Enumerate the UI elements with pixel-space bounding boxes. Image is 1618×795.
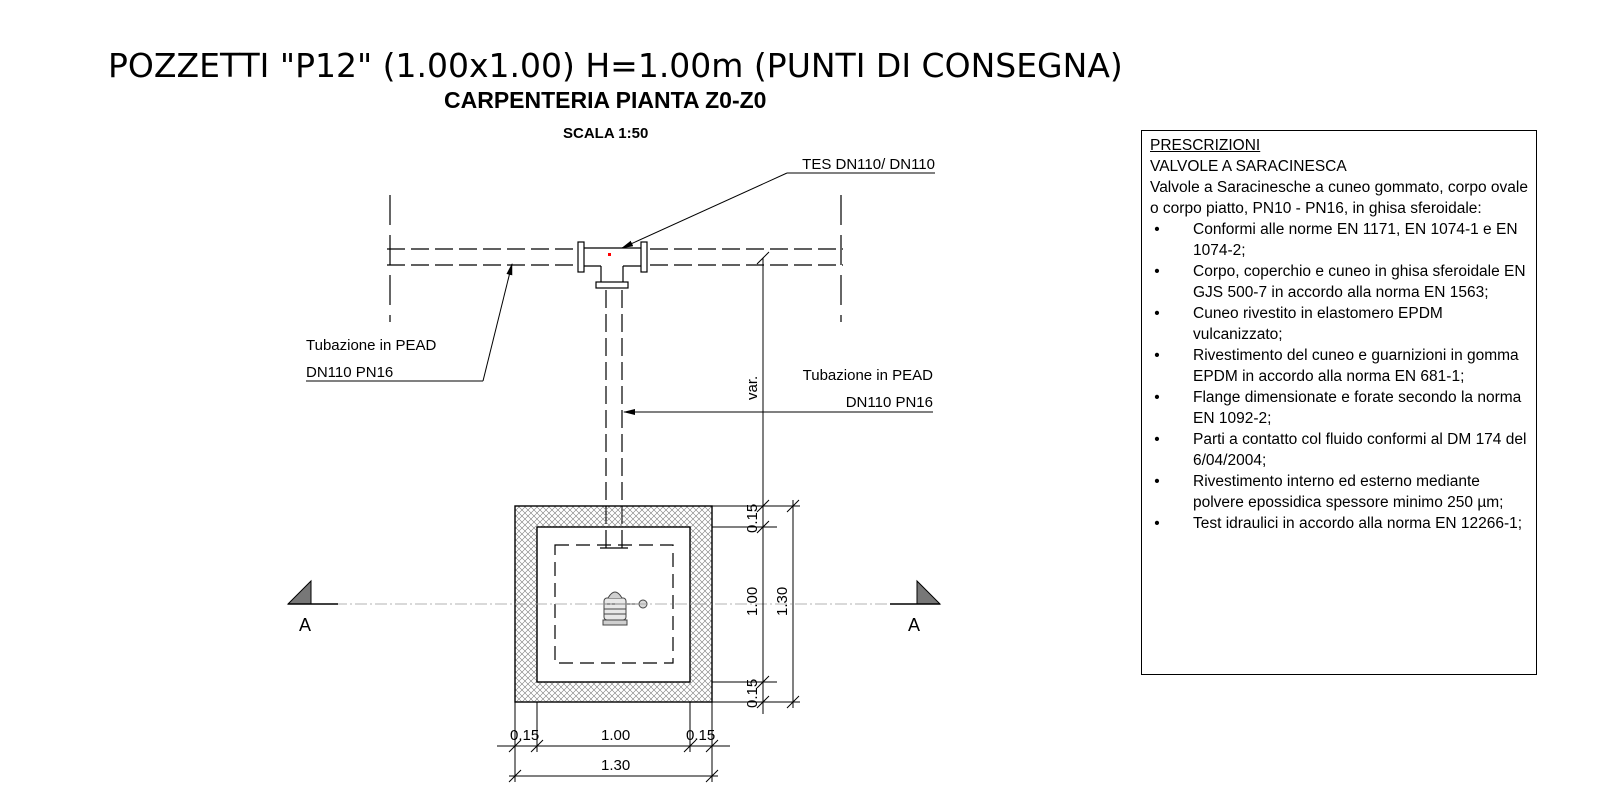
dim-vertical-total (770, 499, 800, 709)
specs-list: • Conformi alle norme EN 1171, EN 1074-1 … (1150, 219, 1530, 534)
specs-item: • Conformi alle norme EN 1171, EN 1074-1 … (1150, 219, 1530, 261)
specs-item: • Rivestimento interno ed esterno mediant… (1150, 471, 1530, 513)
specs-item-text: Rivestimento del cuneo e guarnizioni in … (1193, 347, 1519, 385)
drawing-subtitle: CARPENTERIA PIANTA Z0-Z0 (444, 87, 766, 113)
specs-item: • Rivestimento del cuneo e guarnizioni in… (1150, 345, 1530, 387)
drawing-scale: SCALA 1:50 (563, 125, 648, 142)
dim-h-mid: 1.00 (601, 727, 630, 744)
specifications-box: PRESCRIZIONI VALVOLE A SARACINESCA Valvo… (1141, 130, 1537, 675)
specs-item-text: Cuneo rivestito in elastomero EPDM vulca… (1193, 305, 1443, 343)
specs-item: • Corpo, coperchio e cuneo in ghisa sfero… (1150, 261, 1530, 303)
pipe-right-label-line2: DN110 PN16 (846, 394, 933, 411)
pipe-left-leader: Tubazione in PEAD DN110 PN16 (306, 263, 513, 382)
bullet-icon: • (1154, 263, 1160, 280)
specs-item: • Cuneo rivestito in elastomero EPDM vulc… (1150, 303, 1530, 345)
tee-label: TES DN110/ DN110 (802, 156, 935, 173)
dim-v-total: 1.30 (774, 587, 791, 616)
dim-horizontal-parts (497, 702, 730, 753)
drawing-title: POZZETTI "P12" (1.00x1.00) H=1.00m (PUNT… (108, 46, 1123, 85)
bullet-icon: • (1154, 473, 1160, 490)
bullet-icon: • (1154, 305, 1160, 322)
bullet-icon: • (1154, 515, 1160, 532)
pipe-left-label-line1: Tubazione in PEAD (306, 337, 437, 354)
dim-h-left: 0.15 (510, 727, 539, 744)
specs-intro: Valvole a Saracinesche a cuneo gommato, … (1150, 179, 1528, 217)
dim-horizontal-total (508, 752, 719, 783)
dim-h-total: 1.30 (601, 757, 630, 774)
specs-item-text: Rivestimento interno ed esterno mediante… (1193, 473, 1504, 511)
chamber-inner-wall (536, 526, 691, 683)
pipe-left-label-line2: DN110 PN16 (306, 364, 393, 381)
specs-item-text: Parti a contatto col fluido conformi al … (1193, 431, 1527, 469)
chamber-wall-hatch (515, 506, 712, 702)
section-marker-right (916, 579, 942, 605)
section-line: A A (286, 579, 942, 635)
manhole-chamber (514, 505, 713, 703)
tee-leader: TES DN110/ DN110 (621, 156, 935, 249)
dim-vertical-parts (712, 505, 777, 714)
dim-v-top: 0.15 (744, 504, 761, 533)
specs-heading: PRESCRIZIONI (1150, 137, 1261, 154)
bullet-icon: • (1154, 431, 1160, 448)
dim-h-right: 0.15 (686, 727, 715, 744)
gate-valve-icon (602, 591, 648, 626)
dim-v-mid: 1.00 (744, 587, 761, 616)
pipe-right-label-line1: Tubazione in PEAD (803, 367, 934, 384)
section-label-right: A (908, 615, 920, 635)
bullet-icon: • (1154, 347, 1160, 364)
section-marker-left (286, 579, 312, 605)
pipe-right-leader: Tubazione in PEAD DN110 PN16 (623, 367, 934, 415)
dim-var: var. (744, 251, 770, 513)
tee-fitting (577, 241, 648, 289)
dim-var-label: var. (744, 376, 761, 400)
specs-item: • Flange dimensionate e forate secondo la… (1150, 387, 1530, 429)
main-pipe (387, 195, 843, 322)
section-label-left: A (299, 615, 311, 635)
specs-item-text: Test idraulici in accordo alla norma EN … (1193, 515, 1523, 532)
bullet-icon: • (1154, 389, 1160, 406)
specs-subheading: VALVOLE A SARACINESCA (1150, 158, 1347, 175)
bullet-icon: • (1154, 221, 1160, 238)
specs-item-text: Conformi alle norme EN 1171, EN 1074-1 e… (1193, 221, 1518, 259)
specs-item-text: Flange dimensionate e forate secondo la … (1193, 389, 1522, 427)
specs-item-text: Corpo, coperchio e cuneo in ghisa sferoi… (1193, 263, 1526, 301)
specs-item: • Parti a contatto col fluido conformi al… (1150, 429, 1530, 471)
dim-v-bottom: 0.15 (744, 679, 761, 708)
tee-center-marker (608, 253, 611, 256)
specs-item: • Test idraulici in accordo alla norma EN… (1150, 513, 1530, 534)
